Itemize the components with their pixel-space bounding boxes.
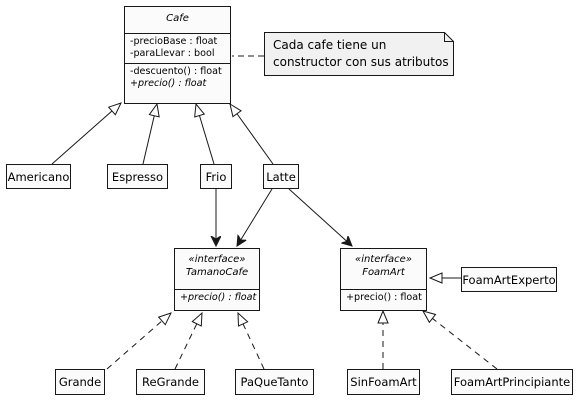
note-line-1: Cada cafe tiene un (273, 38, 387, 52)
attribute-para-llevar: -paraLlevar : bool (130, 48, 215, 59)
class-americano[interactable]: Americano (6, 164, 71, 189)
interface-tamanocafe-header: «interface» TamanoCafe (175, 249, 259, 289)
edge-latte-tamanocafe (237, 188, 273, 246)
edge-latte-foamart (288, 188, 352, 246)
edge-paquetanto-tamanocafe (238, 313, 265, 370)
interface-foamart[interactable]: «interface» FoamArt +precio() : float (340, 248, 427, 311)
class-foamartprincipiante[interactable]: FoamArtPrincipiante (451, 369, 573, 395)
class-paquetanto-name: PaQueTanto (240, 375, 309, 389)
class-sinfoamart-name: SinFoamArt (350, 375, 417, 389)
note-fold (444, 32, 454, 42)
method-precio: +precio() : float (130, 78, 207, 89)
edge-regrande-tamanocafe (174, 313, 202, 370)
interface-tamanocafe-stereotype: «interface» (188, 254, 246, 265)
interface-tamanocafe-methods: +precio() : float (175, 289, 259, 310)
class-grande[interactable]: Grande (55, 369, 105, 395)
interface-foamart-stereotype: «interface» (355, 254, 412, 265)
method-descuento: -descuento() : float (130, 66, 222, 77)
class-paquetanto[interactable]: PaQueTanto (235, 369, 314, 395)
class-sinfoamart[interactable]: SinFoamArt (347, 369, 420, 395)
edge-espresso-cafe (142, 104, 157, 165)
class-frio-name: Frio (205, 169, 227, 184)
class-cafe-methods: -descuento() : float +precio() : float (125, 63, 230, 103)
edge-latte-cafe (230, 104, 274, 165)
interface-foamart-header: «interface» FoamArt (341, 249, 426, 289)
note-shape (264, 32, 454, 76)
class-foamartexperto[interactable]: FoamArtExperto (461, 267, 557, 292)
interface-foamart-methods: +precio() : float (341, 289, 426, 310)
interface-foamart-name: FoamArt (362, 267, 405, 278)
class-grande-name: Grande (58, 375, 102, 389)
class-cafe-attributes: -precioBase : float -paraLlevar : bool (125, 33, 230, 63)
edge-americano-cafe (51, 103, 121, 165)
interface-tamanocafe[interactable]: «interface» TamanoCafe +precio() : float (174, 248, 260, 311)
note: Cada cafe tiene un constructor con sus a… (264, 32, 454, 76)
class-regrande[interactable]: ReGrande (136, 369, 205, 395)
class-latte[interactable]: Latte (263, 164, 299, 189)
class-latte-name: Latte (266, 169, 296, 184)
method-precio: +precio() : float (346, 292, 422, 303)
class-espresso[interactable]: Espresso (107, 164, 168, 189)
class-espresso-name: Espresso (111, 169, 164, 184)
class-regrande-name: ReGrande (142, 375, 199, 389)
class-cafe[interactable]: Cafe -precioBase : float -paraLlevar : b… (124, 6, 231, 104)
edge-foamartprincipiante-foamart (423, 311, 498, 370)
note-line-2: constructor con sus atributos (273, 55, 449, 69)
edge-frio-cafe (196, 104, 215, 165)
class-cafe-name: Cafe (166, 13, 189, 24)
edge-grande-tamanocafe (106, 313, 171, 370)
method-precio: +precio() : float (180, 292, 257, 303)
class-americano-name: Americano (7, 169, 70, 184)
class-foamartprincipiante-name: FoamArtPrincipiante (453, 375, 571, 389)
class-frio[interactable]: Frio (200, 164, 232, 189)
attribute-precio-base: -precioBase : float (130, 36, 218, 47)
interface-tamanocafe-name: TamanoCafe (185, 267, 249, 278)
class-foamartexperto-name: FoamArtExperto (462, 272, 556, 287)
